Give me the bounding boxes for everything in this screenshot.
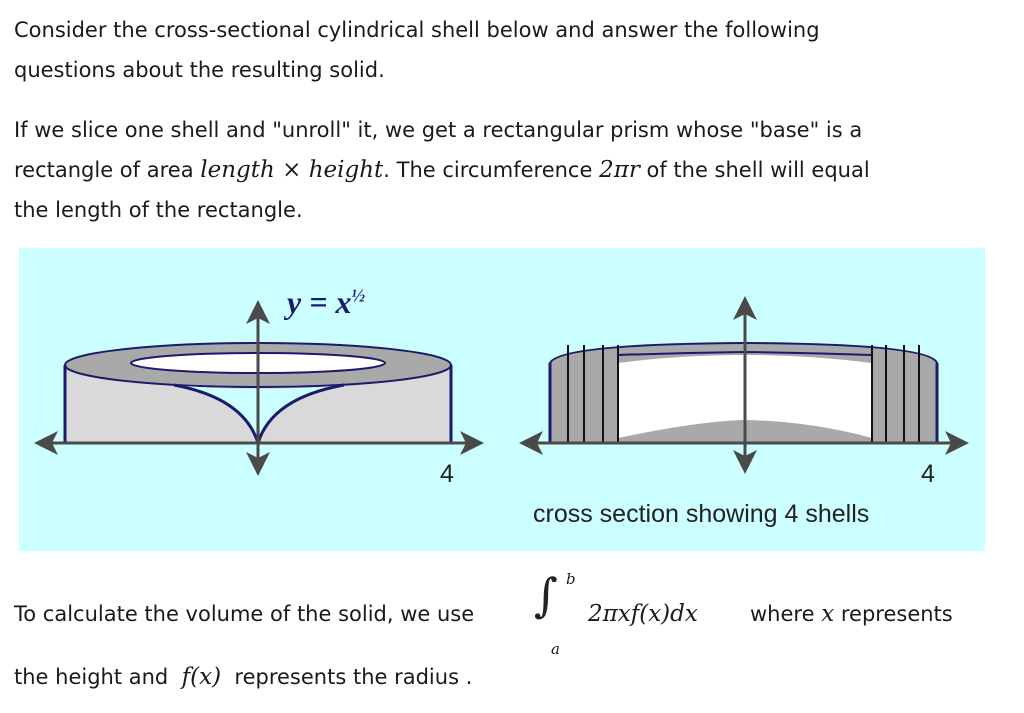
figure-drawing — [34, 296, 969, 476]
text: the height and — [14, 665, 169, 689]
solid-of-revolution — [34, 300, 484, 476]
intro-line-2: questions about the resulting solid. — [14, 58, 385, 82]
math-x: x — [821, 601, 835, 627]
text: represents the radius . — [234, 665, 473, 689]
lower-limit: a — [551, 640, 560, 658]
intro-line-1: Consider the cross-sectional cylindrical… — [14, 18, 820, 42]
equation-label: y = x½ — [287, 284, 365, 321]
formula-where: where x represents — [750, 594, 953, 634]
text: where — [750, 602, 815, 626]
math-height: height — [308, 157, 384, 183]
para2-line-2: rectangle of area length × height. The c… — [14, 150, 870, 190]
math-fx: f(x) — [181, 664, 222, 690]
text: represents — [840, 602, 953, 626]
formula-line-2: the height and f(x) represents the radiu… — [14, 657, 472, 697]
text: rectangle of area — [14, 158, 201, 182]
formula-line-1: To calculate the volume of the solid, we… — [14, 594, 474, 634]
integral-sign: ∫ — [534, 568, 558, 622]
integrand: 2πxf(x)dx — [588, 601, 698, 627]
equation-exponent: ½ — [351, 285, 365, 306]
equation-text: y = x — [287, 284, 352, 320]
text: . The circumference — [383, 158, 600, 182]
para2-line-3: the length of the rectangle. — [14, 198, 303, 222]
upper-limit: b — [566, 570, 576, 588]
left-tick-label: 4 — [440, 460, 454, 488]
text: To calculate the volume of the solid, we… — [14, 602, 475, 626]
right-tick-label: 4 — [921, 460, 935, 488]
para2-line-1: If we slice one shell and "unroll" it, w… — [14, 118, 863, 142]
text: of the shell will equal — [639, 158, 870, 182]
math-circumference: 2πr — [599, 157, 640, 183]
shell-figure: y = x½ 4 4 cross section showing 4 shell… — [19, 248, 985, 551]
figure-caption: cross section showing 4 shells — [533, 500, 870, 528]
math-length: length — [200, 157, 275, 183]
math-times: × — [274, 157, 309, 183]
cross-section — [519, 296, 969, 474]
